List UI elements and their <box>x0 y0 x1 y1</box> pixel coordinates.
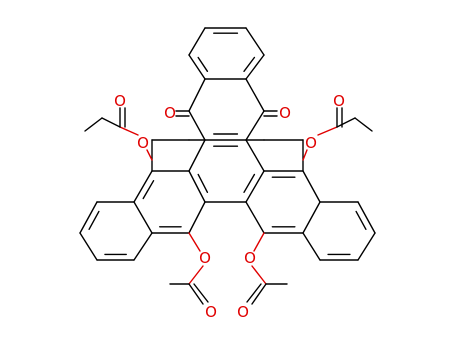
acyl-bond <box>193 283 209 303</box>
top-ring-bond <box>245 54 265 80</box>
double-bond-inner <box>197 173 209 194</box>
ester-bond <box>317 126 338 136</box>
bond <box>79 232 98 261</box>
bond <box>302 170 321 203</box>
bond <box>79 201 98 234</box>
oxygen-atom-ester-upper-left: O <box>137 134 149 152</box>
oxygen-atom-acyl-upper-right: O <box>333 92 345 110</box>
bond <box>245 110 265 141</box>
acyl-bond <box>188 283 204 305</box>
bond <box>133 232 153 261</box>
bond <box>245 78 265 112</box>
double-bond-inner <box>197 56 209 73</box>
oxygen-atom-acyl-lower-left: O <box>205 303 217 321</box>
acyl-bond <box>101 117 121 128</box>
acyl-bond <box>246 283 262 303</box>
ester-bond <box>119 126 139 136</box>
double-bond-inner <box>243 56 256 73</box>
oxygen-atom-ester-upper-right: O <box>305 134 317 152</box>
ester-bond <box>188 265 204 285</box>
bond <box>133 201 153 234</box>
bond <box>357 232 376 261</box>
double-bond-inner <box>355 210 367 231</box>
top-ring-bond <box>188 27 206 56</box>
bond <box>302 232 321 261</box>
double-bond-inner <box>88 210 100 231</box>
double-bond-inner <box>142 179 155 200</box>
oxygen-atom-ester-lower-right: O <box>244 249 256 267</box>
oxygen-atom-ester-lower-left: O <box>199 249 211 267</box>
ester-bond <box>188 232 201 252</box>
ester-bond <box>302 149 308 161</box>
bond <box>245 201 265 234</box>
bond <box>188 139 206 172</box>
bond <box>302 201 321 234</box>
oxygen-atom-acyl-lower-right: O <box>237 303 249 321</box>
top-ring-bond <box>245 27 265 56</box>
oxygen-atom-carbonyl-right: O <box>279 104 291 122</box>
bond <box>188 110 206 141</box>
oxygen-atom-acyl-upper-left: O <box>114 92 126 110</box>
methyl-bond <box>84 117 103 132</box>
bond <box>245 170 265 203</box>
ester-bond <box>251 265 267 285</box>
bond <box>245 139 265 172</box>
ester-bond <box>253 232 265 252</box>
bond <box>133 170 153 203</box>
double-bond-inner <box>243 173 256 194</box>
bond <box>357 201 376 234</box>
bond-layer <box>79 27 376 305</box>
acyl-bond <box>336 117 356 128</box>
bond <box>188 170 206 203</box>
bond <box>188 201 206 234</box>
oxygen-atom-carbonyl-left: O <box>164 104 176 122</box>
methyl-bond <box>354 117 373 132</box>
top-ring-bond <box>188 54 206 80</box>
ester-bond <box>146 149 153 161</box>
bond <box>188 78 206 112</box>
acyl-bond <box>251 283 267 305</box>
